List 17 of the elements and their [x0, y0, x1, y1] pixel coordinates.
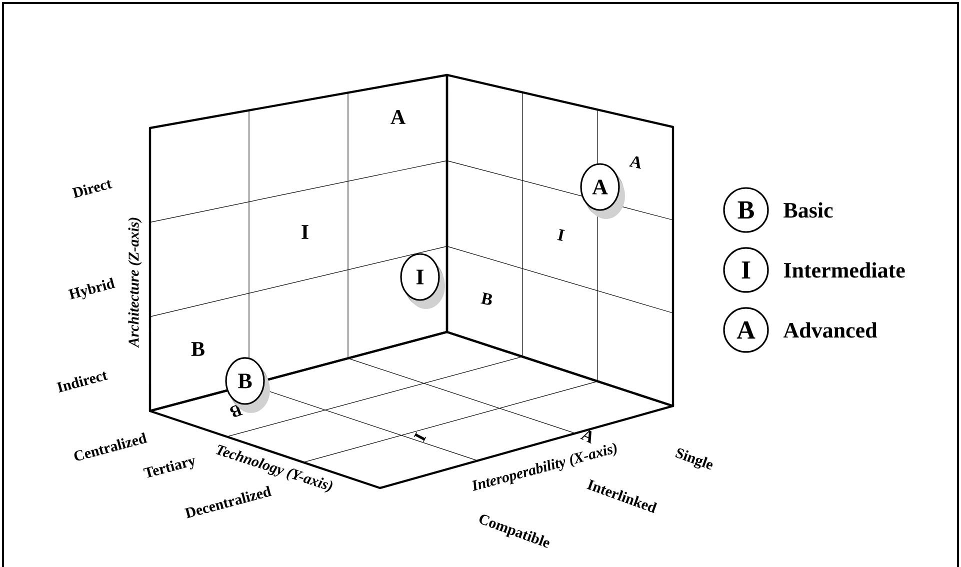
cell-letter: I — [414, 432, 426, 442]
cell-letter: I — [557, 228, 565, 241]
legend-text: Basic — [784, 202, 833, 218]
axis-tick-label: Tertiary — [143, 458, 195, 478]
cell-letter: I — [302, 225, 308, 239]
cell-letter: A — [580, 430, 592, 444]
axis-title: Architecture (Z-axis) — [128, 218, 142, 348]
cell-letter: B — [480, 292, 492, 305]
cell-letter: B — [191, 342, 204, 356]
cell-letter: A — [629, 156, 641, 169]
legend-text: Advanced — [783, 322, 878, 338]
legend-text: Intermediate — [784, 262, 905, 278]
axis-tick-label: Hybrid — [68, 278, 116, 300]
cell-letter: A — [390, 110, 406, 124]
axis-tick-label: Indirect — [56, 372, 108, 392]
axis-tick-label: Single — [675, 448, 713, 470]
axis-tick-label: Direct — [72, 180, 112, 198]
